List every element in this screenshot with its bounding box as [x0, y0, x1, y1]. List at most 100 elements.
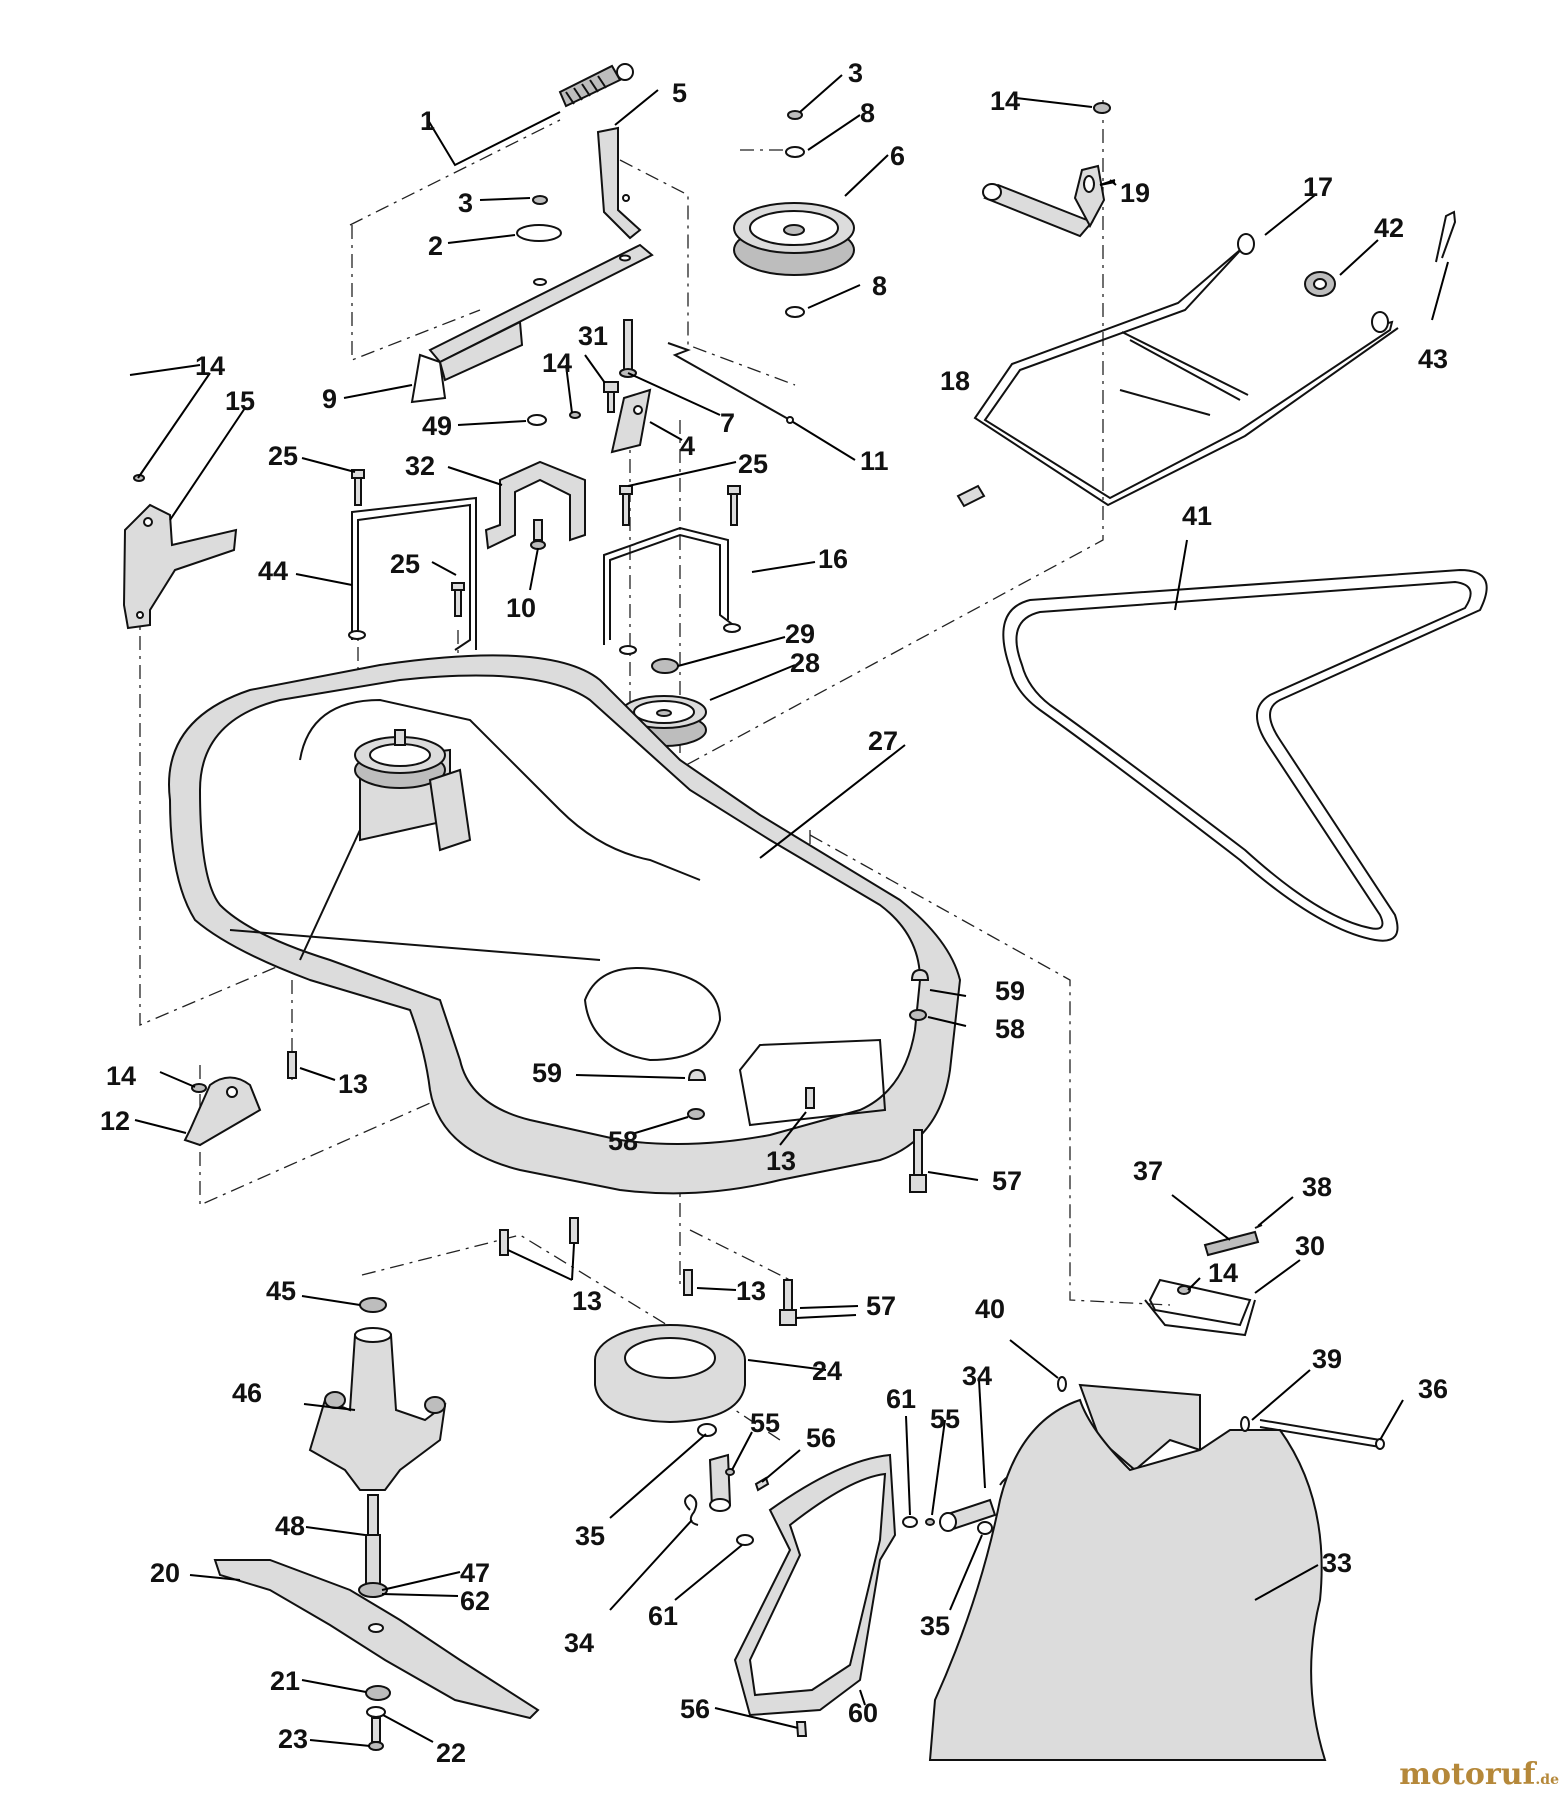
link-rod — [667, 342, 794, 424]
washer-8a — [785, 146, 805, 158]
callout-13a: 13 — [338, 1069, 368, 1099]
leader-lines — [129, 74, 1449, 1747]
screw-56b — [795, 1721, 808, 1737]
callout-29: 29 — [785, 619, 815, 649]
callout-11: 11 — [860, 446, 889, 476]
callout-47: 47 — [460, 1558, 490, 1588]
callout-31: 31 — [578, 321, 608, 351]
callout-23: 23 — [278, 1724, 308, 1754]
callout-22: 22 — [436, 1738, 466, 1768]
callout-56a: 56 — [806, 1423, 836, 1453]
callout-33: 33 — [1322, 1548, 1352, 1578]
callout-9: 9 — [322, 384, 337, 414]
callout-35b: 35 — [920, 1611, 950, 1641]
spindle-housing — [308, 1327, 447, 1491]
callout-57a: 57 — [992, 1166, 1022, 1196]
washer-21 — [365, 1685, 391, 1701]
washer-49 — [527, 414, 547, 426]
callout-55b: 55 — [930, 1404, 960, 1434]
callout-37: 37 — [1133, 1156, 1163, 1186]
nut-29 — [651, 658, 679, 674]
callout-61a: 61 — [886, 1384, 916, 1414]
bolt-10 — [530, 519, 546, 550]
screw-56a — [754, 1476, 770, 1492]
bolt-31 — [603, 381, 619, 413]
nut-14d — [191, 1083, 207, 1093]
pivot-35a — [697, 1423, 717, 1437]
drive-belt — [1002, 568, 1488, 942]
spindle-shaft — [358, 1494, 388, 1598]
washer-8b — [785, 306, 805, 318]
nut-14b — [569, 411, 581, 419]
washer-40 — [1057, 1376, 1067, 1392]
callout-13c: 13 — [572, 1286, 602, 1316]
callout-60: 60 — [848, 1698, 878, 1728]
mulch-door — [733, 1453, 897, 1717]
callout-34a: 34 — [564, 1628, 594, 1658]
bolt-13b — [805, 1087, 815, 1109]
callout-36: 36 — [1418, 1374, 1448, 1404]
callout-labels: 1 2 3 3 4 5 6 7 8 8 9 10 11 12 13 13 13 … — [100, 58, 1448, 1768]
callout-15: 15 — [225, 386, 255, 416]
callout-58b: 58 — [608, 1126, 638, 1156]
callout-14e: 14 — [1208, 1258, 1238, 1288]
spindle-pulley-assembly — [354, 729, 472, 852]
callout-46: 46 — [232, 1378, 262, 1408]
washer-22 — [366, 1706, 386, 1718]
callout-13b: 13 — [766, 1146, 796, 1176]
spring-37 — [1203, 1230, 1260, 1257]
callout-18: 18 — [940, 366, 970, 396]
callout-35a: 35 — [575, 1521, 605, 1551]
bracket-4 — [610, 388, 652, 454]
clip-39 — [1240, 1416, 1250, 1432]
callout-19: 19 — [1120, 178, 1150, 208]
callout-43: 43 — [1418, 344, 1448, 374]
chute-frame-30 — [1144, 1278, 1256, 1337]
bolt-7 — [619, 319, 637, 378]
callout-24: 24 — [812, 1356, 842, 1386]
watermark-suffix: .de — [1535, 1772, 1559, 1788]
bolt-13c — [499, 1217, 579, 1256]
idler-arm — [596, 126, 642, 240]
callout-8a: 8 — [860, 98, 875, 128]
washer-45 — [359, 1297, 387, 1313]
bolt-57b — [779, 1279, 797, 1326]
watermark-logo: motoruf.de — [1399, 1757, 1559, 1792]
callout-12: 12 — [100, 1106, 130, 1136]
callout-14b: 14 — [542, 348, 572, 378]
callout-32: 32 — [405, 451, 435, 481]
bracket-15 — [122, 503, 238, 630]
bolt-57a — [909, 1129, 927, 1193]
callout-4: 4 — [680, 431, 695, 461]
callout-25a: 25 — [268, 441, 298, 471]
bolt-23 — [368, 1717, 384, 1751]
callout-62: 62 — [460, 1586, 490, 1616]
callout-2: 2 — [428, 231, 443, 261]
bolt-25c — [619, 485, 741, 526]
hinge-arm — [708, 1453, 732, 1512]
nut-55a — [725, 1468, 735, 1476]
bracket-32 — [484, 460, 586, 550]
mower-deck — [168, 654, 962, 1195]
callout-38: 38 — [1302, 1172, 1332, 1202]
callout-45: 45 — [266, 1276, 296, 1306]
callout-59b: 59 — [532, 1058, 562, 1088]
callout-48: 48 — [275, 1511, 305, 1541]
callout-10: 10 — [506, 593, 536, 623]
tension-spring — [558, 63, 634, 108]
callout-20: 20 — [150, 1558, 180, 1588]
washer-42 — [1304, 271, 1336, 297]
nut-55b — [925, 1518, 935, 1526]
callout-41: 41 — [1182, 501, 1212, 531]
callout-55a: 55 — [750, 1408, 780, 1438]
callout-44: 44 — [258, 556, 288, 586]
nut-58a — [909, 1009, 927, 1021]
callout-3b: 3 — [848, 58, 863, 88]
nut-14e — [1177, 1285, 1191, 1295]
callout-8b: 8 — [872, 271, 887, 301]
bolt-13a — [287, 1051, 297, 1079]
lift-bracket — [982, 164, 1106, 238]
hairpin-clip — [1435, 210, 1457, 263]
callout-59a: 59 — [995, 976, 1025, 1006]
